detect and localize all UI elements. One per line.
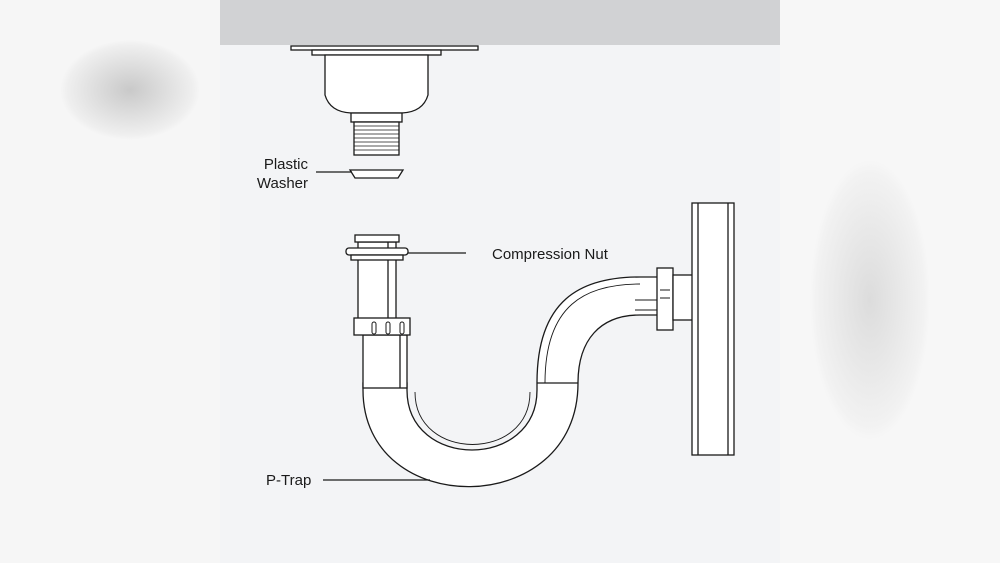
blurred-background-left <box>0 0 220 563</box>
wall-drain-flange <box>691 202 735 456</box>
p-trap-label: P-Trap <box>266 472 311 489</box>
countertop <box>220 0 780 45</box>
plastic-washer <box>348 169 405 179</box>
plastic-washer-label-2: Washer <box>257 175 308 192</box>
sink-strainer <box>290 45 479 156</box>
plastic-washer-label: Plastic <box>264 156 309 173</box>
p-trap <box>353 267 696 488</box>
compression-nut-label: Compression Nut <box>492 246 609 263</box>
tailpiece <box>345 234 409 321</box>
blurred-background-right <box>780 0 1000 563</box>
